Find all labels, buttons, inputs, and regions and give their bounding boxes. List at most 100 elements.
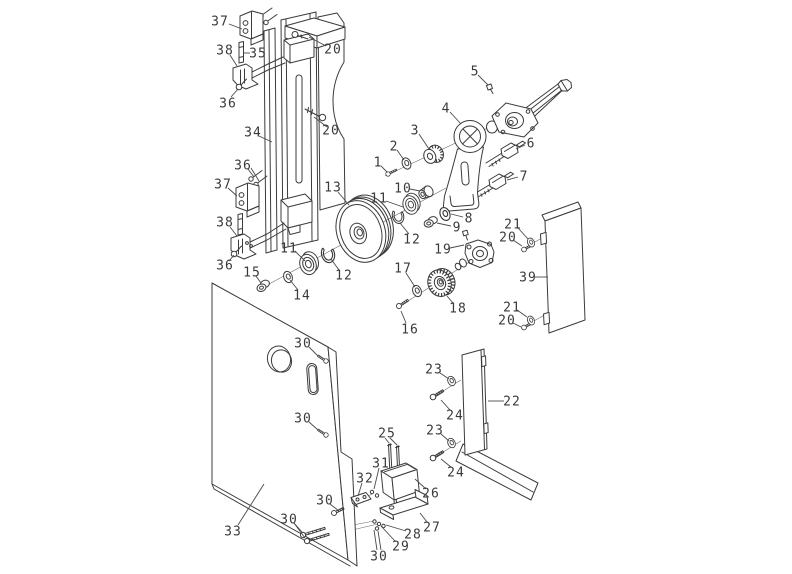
bracket-38-upper — [232, 63, 259, 90]
leader-line-29 — [380, 525, 396, 542]
leader-line-20 — [512, 322, 522, 328]
leader-line-37 — [228, 23, 243, 30]
bearing-11-left — [295, 248, 323, 278]
callout-35: 35 — [249, 47, 267, 62]
leader-line-7 — [506, 176, 519, 181]
callout-14: 14 — [293, 289, 311, 304]
pin-lower — [237, 213, 243, 236]
callout-8: 8 — [465, 212, 474, 227]
callout-15: 15 — [243, 266, 261, 281]
rear-guard-panel-39 — [520, 201, 586, 334]
callout-30: 30 — [294, 337, 312, 352]
leader-line-36 — [228, 254, 235, 262]
washer-23-bottom — [445, 436, 458, 450]
leader-line-30 — [373, 529, 378, 551]
nut-28 — [372, 519, 377, 524]
callout-37: 37 — [211, 15, 229, 30]
leader-line-36 — [247, 168, 255, 178]
callout-31: 31 — [372, 457, 390, 472]
leader-line-31 — [373, 467, 380, 490]
callout-17: 17 — [394, 262, 412, 277]
upper-guide-bracket-set — [232, 7, 286, 91]
leader-line-37 — [227, 187, 238, 197]
leader-line-17 — [405, 272, 416, 288]
leader-line-27 — [419, 512, 428, 523]
callout-36: 36 — [216, 259, 234, 274]
leader-line-33 — [237, 483, 265, 526]
callout-10: 10 — [394, 182, 412, 197]
leader-line-5 — [477, 74, 489, 86]
callout-24: 24 — [447, 466, 465, 481]
panel-39-face — [544, 207, 586, 334]
callout-30: 30 — [280, 513, 298, 528]
leader-line-34 — [258, 135, 273, 143]
clamp-32 — [350, 492, 372, 505]
leader-line-26 — [414, 478, 427, 490]
callout-30: 30 — [370, 550, 388, 565]
callout-21: 21 — [503, 301, 521, 316]
leader-line-21 — [517, 227, 529, 240]
leader-line-13 — [337, 191, 350, 206]
leader-line-2 — [396, 149, 405, 161]
callout-6: 6 — [527, 137, 536, 152]
panel-flange — [327, 346, 358, 567]
leader-line-3 — [418, 133, 430, 150]
washer-14 — [281, 269, 295, 285]
leader-line-4 — [449, 111, 462, 125]
screw-16 — [395, 297, 410, 310]
screw-31-a — [369, 489, 375, 495]
callout-33: 33 — [224, 525, 242, 540]
screw-36-lower — [230, 250, 238, 258]
callout-23: 23 — [425, 363, 443, 378]
gear-3 — [423, 144, 444, 164]
washer-17 — [410, 283, 424, 299]
callout-12: 12 — [335, 269, 353, 284]
leader-line-11 — [294, 250, 306, 262]
mount-bracket-22 — [428, 348, 539, 501]
leader-line-36 — [250, 167, 260, 182]
callout-9: 9 — [453, 221, 462, 236]
callout-30: 30 — [294, 412, 312, 427]
nut-9 — [422, 215, 439, 229]
screw-37-b — [263, 19, 269, 26]
leader-line-20 — [512, 239, 523, 247]
bracket-slot — [460, 161, 470, 186]
callout-11: 11 — [370, 192, 388, 207]
lower-guide-bracket-set — [230, 170, 287, 260]
callout-24: 24 — [446, 409, 464, 424]
pin-35 — [238, 41, 244, 64]
callout-29: 29 — [392, 540, 410, 555]
washer-23-top — [445, 374, 458, 388]
callout-3: 3 — [411, 124, 420, 139]
leader-line-30 — [308, 346, 319, 357]
band-wheel-13 — [335, 194, 394, 263]
callout-36: 36 — [234, 159, 252, 174]
callout-25: 25 — [378, 427, 396, 442]
leader-line-16 — [400, 310, 407, 324]
nut-15 — [254, 278, 272, 294]
leader-line-10 — [409, 188, 421, 192]
bracket-plate — [461, 348, 488, 456]
callout-16: 16 — [401, 323, 419, 338]
callout-21: 21 — [504, 218, 522, 233]
callout-20: 20 — [498, 314, 516, 329]
leader-line-14 — [289, 279, 299, 291]
callout-28: 28 — [404, 528, 422, 543]
leader-line-25 — [389, 437, 398, 446]
callout-22: 22 — [503, 395, 521, 410]
screw-31-b — [374, 493, 380, 498]
leader-line-30 — [377, 530, 382, 551]
callout-30: 30 — [316, 494, 334, 509]
callout-12: 12 — [403, 233, 421, 248]
bushing-10 — [418, 185, 434, 200]
frame-column-34 — [263, 11, 346, 254]
washer-29 — [376, 521, 382, 527]
callout-1: 1 — [374, 156, 383, 171]
callout-13: 13 — [324, 181, 342, 196]
screw-36-a — [248, 176, 254, 182]
callout-38: 38 — [216, 44, 234, 59]
screw-1 — [384, 167, 399, 178]
callout-34: 34 — [244, 126, 262, 141]
